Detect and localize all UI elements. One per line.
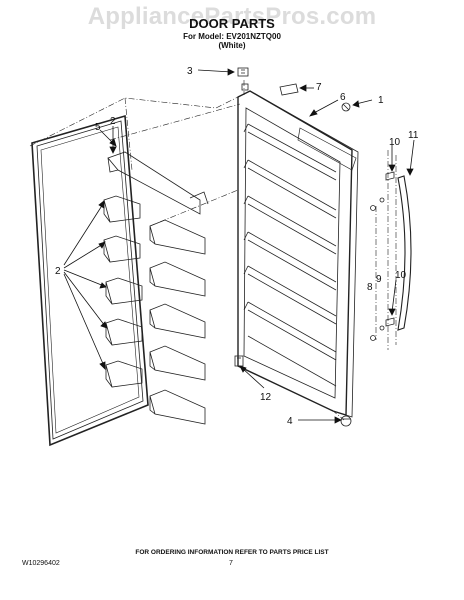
leader-lines: [63, 68, 415, 424]
bin-top-long: [107, 151, 209, 215]
door-gasket: [31, 114, 149, 447]
callout-11: 11: [408, 130, 419, 141]
part-11-handle: [397, 175, 412, 331]
callout-4: 4: [287, 416, 293, 427]
ordering-note: FOR ORDERING INFORMATION REFER TO PARTS …: [135, 549, 329, 556]
callout-7: 7: [316, 82, 322, 93]
callout-2-bins: 2: [55, 266, 61, 277]
callout-2-top: 2: [110, 116, 116, 127]
callout-3: 3: [187, 66, 193, 77]
callout-8: 8: [367, 282, 373, 293]
part-12-clip: [234, 355, 244, 367]
part-3-hinge-top: [237, 67, 249, 91]
door-panel: [237, 90, 359, 418]
watermark-text: AppliancePartsPros.com: [87, 3, 377, 30]
callout-numbers: 1 2 2 3 4 5 6 7 8 9 10 10 11 12: [55, 66, 419, 427]
callout-10-bottom: 10: [395, 270, 407, 281]
bins-left-column: [103, 195, 143, 388]
callout-12: 12: [260, 392, 272, 403]
part-4-hinge-bottom: [340, 415, 352, 427]
callout-9: 9: [376, 274, 382, 285]
callout-1: 1: [378, 95, 384, 106]
part-7-plate: [279, 83, 299, 96]
part-1-screw: [341, 102, 351, 112]
callout-5: 5: [95, 122, 101, 133]
document-number: W10296402: [22, 560, 60, 567]
color-line: (White): [218, 41, 246, 50]
assembly-lines: [29, 80, 397, 421]
handle-screws: [370, 171, 395, 341]
callout-10-top: 10: [389, 137, 401, 148]
page-number: 7: [229, 560, 233, 567]
model-line: For Model: EV201NZTQ00: [183, 32, 281, 41]
callout-6: 6: [340, 92, 346, 103]
bins-right-column: [149, 219, 206, 425]
diagram-title: DOOR PARTS: [189, 16, 275, 31]
